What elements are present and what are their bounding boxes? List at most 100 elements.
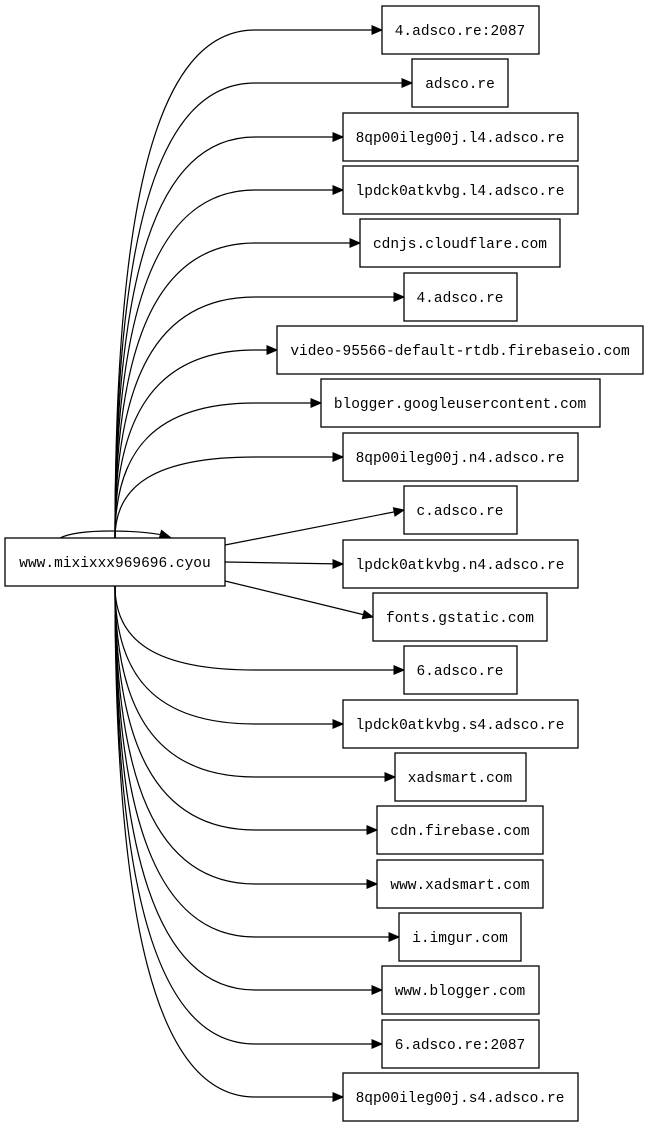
self-loop-line xyxy=(59,530,169,539)
target-node[interactable]: lpdck0atkvbg.s4.adsco.re xyxy=(342,699,579,749)
target-node-label: 8qp00ileg00j.l4.adsco.re xyxy=(356,131,565,147)
edge-arrowhead xyxy=(371,985,384,995)
target-node[interactable]: 8qp00ileg00j.s4.adsco.re xyxy=(342,1072,579,1122)
source-node[interactable]: www.mixixxx969696.cyou xyxy=(4,537,226,587)
edge xyxy=(114,585,397,782)
edge xyxy=(114,132,345,539)
target-node[interactable]: video-95566-default-rtdb.firebaseio.com xyxy=(276,325,644,375)
edge xyxy=(114,398,323,539)
edge-arrowhead xyxy=(371,25,384,35)
edge-line xyxy=(114,585,382,1045)
target-node-box xyxy=(342,112,579,162)
edge-line xyxy=(114,585,343,1098)
target-node[interactable]: 4.adsco.re:2087 xyxy=(381,5,540,55)
edge xyxy=(114,78,414,539)
edge-arrowhead xyxy=(366,825,379,835)
edge-line xyxy=(224,509,405,546)
edge xyxy=(114,585,345,729)
target-node-box xyxy=(398,912,522,962)
target-node-label: lpdck0atkvbg.s4.adsco.re xyxy=(356,718,565,734)
edge xyxy=(114,585,379,889)
target-node[interactable]: xadsmart.com xyxy=(394,752,527,802)
edge-line xyxy=(114,585,399,938)
edge-arrowhead xyxy=(388,932,401,942)
edge-arrowhead xyxy=(332,452,345,462)
target-node-label: c.adsco.re xyxy=(416,504,503,520)
edge xyxy=(114,25,384,539)
target-node-box xyxy=(342,539,579,589)
node-layer: www.mixixxx969696.cyou 4.adsco.re:2087 ad… xyxy=(4,5,644,1122)
target-node[interactable]: lpdck0atkvbg.n4.adsco.re xyxy=(342,539,579,589)
edge-arrowhead xyxy=(371,1039,384,1049)
edge-line xyxy=(224,580,374,618)
edge-arrowhead xyxy=(349,238,362,248)
target-node[interactable]: 4.adsco.re xyxy=(403,272,518,322)
edge-arrowhead xyxy=(332,132,345,142)
edge-line xyxy=(114,585,395,778)
edge xyxy=(114,585,345,1102)
self-loop-arrowhead xyxy=(158,529,172,539)
edge-line xyxy=(114,242,360,539)
edge-line xyxy=(114,585,382,991)
target-node-label: lpdck0atkvbg.l4.adsco.re xyxy=(356,184,565,200)
edge-arrowhead xyxy=(332,185,345,195)
target-node-label: www.xadsmart.com xyxy=(390,878,529,894)
edge xyxy=(224,507,406,546)
target-node-label: 8qp00ileg00j.n4.adsco.re xyxy=(356,451,565,467)
target-node[interactable]: fonts.gstatic.com xyxy=(372,592,548,642)
edge xyxy=(114,452,345,539)
edge-arrowhead xyxy=(310,398,323,408)
edge-line xyxy=(114,349,304,539)
target-node-box xyxy=(394,752,527,802)
target-node-box xyxy=(342,432,579,482)
edge-line xyxy=(114,29,382,539)
target-node-box xyxy=(376,805,544,855)
target-node[interactable]: 8qp00ileg00j.n4.adsco.re xyxy=(342,432,579,482)
target-node[interactable]: 6.adsco.re:2087 xyxy=(381,1019,540,1069)
target-node[interactable]: cdnjs.cloudflare.com xyxy=(359,218,561,268)
target-node[interactable]: www.xadsmart.com xyxy=(376,859,544,909)
target-node[interactable]: 8qp00ileg00j.l4.adsco.re xyxy=(342,112,579,162)
target-node-box xyxy=(403,645,518,695)
target-node[interactable]: adsco.re xyxy=(411,58,509,108)
target-node[interactable]: cdn.firebase.com xyxy=(376,805,544,855)
target-node-box xyxy=(276,325,644,375)
edge-line xyxy=(114,585,404,671)
target-node[interactable]: c.adsco.re xyxy=(403,485,518,535)
target-node-label: 6.adsco.re xyxy=(416,664,503,680)
target-node-box xyxy=(320,378,601,428)
edge xyxy=(114,185,345,539)
target-node[interactable]: lpdck0atkvbg.l4.adsco.re xyxy=(342,165,579,215)
target-node-box xyxy=(403,272,518,322)
edge-line xyxy=(114,456,343,539)
target-node[interactable]: blogger.googleusercontent.com xyxy=(320,378,601,428)
target-node[interactable]: www.blogger.com xyxy=(381,965,540,1015)
target-node[interactable]: 6.adsco.re xyxy=(403,645,518,695)
target-node-box xyxy=(403,485,518,535)
target-node-box xyxy=(411,58,509,108)
edge-arrowhead xyxy=(332,559,345,569)
target-node-box xyxy=(359,218,561,268)
edge-arrowhead xyxy=(393,292,406,302)
edge-line xyxy=(114,585,377,885)
edge xyxy=(114,585,401,942)
edge-arrowhead xyxy=(393,665,406,675)
target-node-box xyxy=(376,859,544,909)
edge-arrowhead xyxy=(266,345,279,355)
target-node-box xyxy=(381,965,540,1015)
target-node-label: 6.adsco.re:2087 xyxy=(395,1038,526,1054)
edge-arrowhead xyxy=(332,1092,345,1102)
edge xyxy=(114,585,384,995)
target-node-label: 4.adsco.re:2087 xyxy=(395,24,526,40)
target-node-box xyxy=(342,699,579,749)
target-node-box xyxy=(381,1019,540,1069)
target-node-label: fonts.gstatic.com xyxy=(386,611,534,627)
edge xyxy=(114,585,384,1049)
target-node[interactable]: i.imgur.com xyxy=(398,912,522,962)
target-node-label: 4.adsco.re xyxy=(416,291,503,307)
edge xyxy=(114,585,406,675)
edge xyxy=(224,559,345,569)
edge-line xyxy=(114,585,377,831)
edge-arrowhead xyxy=(392,507,406,517)
